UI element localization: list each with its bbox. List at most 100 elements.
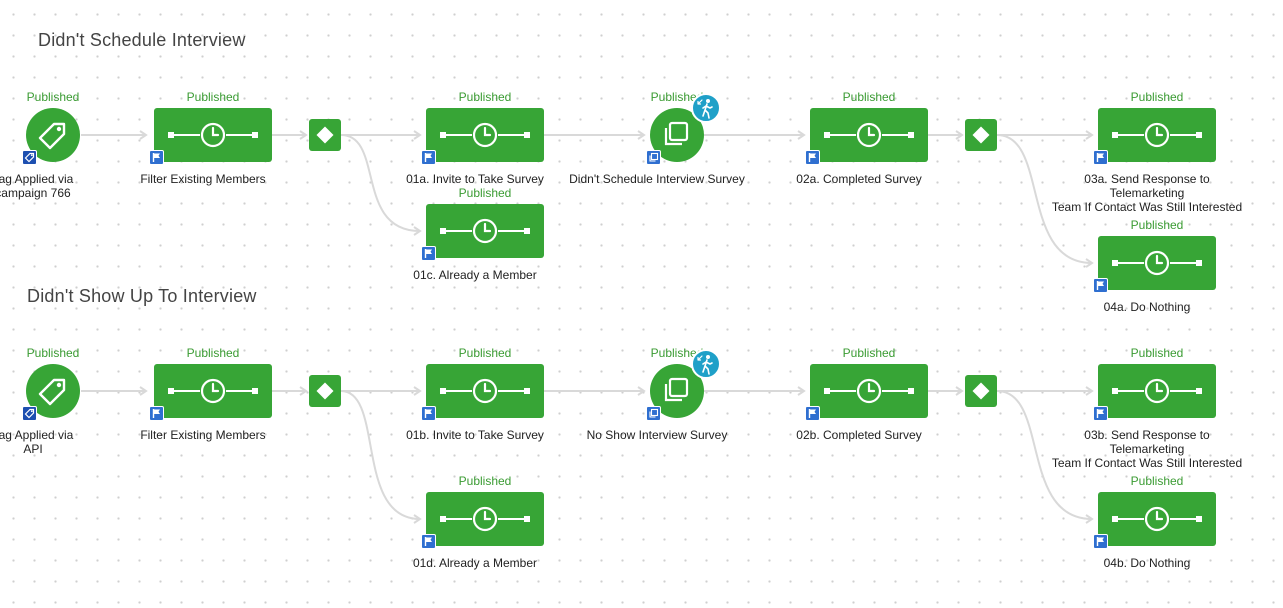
flag-icon bbox=[1093, 534, 1108, 549]
connector-arrow bbox=[637, 386, 646, 396]
clock-timeline-icon bbox=[810, 108, 928, 162]
connector-arrow bbox=[955, 386, 964, 396]
step-label: 01a. Invite to Take Survey bbox=[406, 172, 544, 186]
status-label: Published bbox=[650, 90, 704, 104]
step-label: Didn't Schedule Interview Survey bbox=[569, 172, 745, 186]
status-label: Published bbox=[186, 90, 240, 104]
connector-arrow bbox=[413, 514, 422, 524]
tag-icon bbox=[26, 108, 80, 162]
status-label: Published bbox=[1130, 474, 1184, 488]
clock-timeline-icon bbox=[426, 364, 544, 418]
status-label: Published bbox=[1130, 218, 1184, 232]
connector-arrow bbox=[139, 130, 148, 140]
decision-diamond[interactable] bbox=[965, 375, 997, 407]
connector-arrow bbox=[1085, 258, 1094, 268]
status-label: Published bbox=[26, 346, 80, 360]
decision-diamond[interactable] bbox=[965, 119, 997, 151]
decision-diamond[interactable] bbox=[309, 119, 341, 151]
stacked-pages-icon bbox=[650, 364, 704, 418]
step-label: Filter Existing Members bbox=[140, 172, 266, 186]
filter-step-node[interactable] bbox=[154, 108, 272, 162]
step-label: 04b. Do Nothing bbox=[1103, 556, 1191, 570]
step-label: 01b. Invite to Take Survey bbox=[406, 428, 544, 442]
status-label: Published bbox=[1130, 346, 1184, 360]
nothing-step-node[interactable] bbox=[1098, 236, 1216, 290]
flag-icon bbox=[1093, 278, 1108, 293]
branch-connector bbox=[340, 390, 421, 520]
clock-timeline-icon bbox=[426, 108, 544, 162]
connector-arrow bbox=[413, 130, 422, 140]
filter-step-node[interactable] bbox=[154, 364, 272, 418]
connector-arrow bbox=[1085, 130, 1094, 140]
connector-arrow bbox=[299, 386, 308, 396]
connector-arrow bbox=[637, 130, 646, 140]
tag-badge-icon bbox=[22, 150, 37, 165]
nothing-step-node[interactable] bbox=[1098, 492, 1216, 546]
connector-arrow bbox=[797, 386, 806, 396]
connector-arrow bbox=[955, 130, 964, 140]
clock-timeline-icon bbox=[154, 108, 272, 162]
connector-arrow bbox=[1085, 386, 1094, 396]
clock-timeline-icon bbox=[154, 364, 272, 418]
invite-step-node[interactable] bbox=[426, 108, 544, 162]
clock-timeline-icon bbox=[810, 364, 928, 418]
sequence-title: Didn't Schedule Interview bbox=[38, 30, 246, 50]
connector-arrow bbox=[139, 386, 148, 396]
clock-timeline-icon bbox=[1098, 236, 1216, 290]
flag-icon bbox=[1093, 406, 1108, 421]
flag-icon bbox=[421, 246, 436, 261]
clock-timeline-icon bbox=[1098, 492, 1216, 546]
flag-icon bbox=[1093, 150, 1108, 165]
status-label: Published bbox=[842, 90, 896, 104]
send-step-node[interactable] bbox=[1098, 364, 1216, 418]
connector-arrow bbox=[413, 386, 422, 396]
step-label: 01c. Already a Member bbox=[413, 268, 537, 282]
clock-timeline-icon bbox=[1098, 364, 1216, 418]
status-label: Published bbox=[842, 346, 896, 360]
member-step-node[interactable] bbox=[426, 492, 544, 546]
flag-icon bbox=[149, 150, 164, 165]
flag-icon bbox=[421, 150, 436, 165]
flag-icon bbox=[421, 534, 436, 549]
flag-icon bbox=[805, 150, 820, 165]
survey-badge-icon bbox=[646, 150, 661, 165]
step-label: 02b. Completed Survey bbox=[796, 428, 922, 442]
status-label: Published bbox=[186, 346, 240, 360]
sequence-title: Didn't Show Up To Interview bbox=[27, 286, 257, 306]
clock-timeline-icon bbox=[426, 492, 544, 546]
member-step-node[interactable] bbox=[426, 204, 544, 258]
stacked-pages-icon bbox=[650, 108, 704, 162]
tag-icon bbox=[26, 364, 80, 418]
decision-diamond[interactable] bbox=[309, 375, 341, 407]
flag-icon bbox=[149, 406, 164, 421]
invite-step-node[interactable] bbox=[426, 364, 544, 418]
completed-step-node[interactable] bbox=[810, 108, 928, 162]
clock-timeline-icon bbox=[426, 204, 544, 258]
completed-step-node[interactable] bbox=[810, 364, 928, 418]
tag-badge-icon bbox=[22, 406, 37, 421]
step-label: 04a. Do Nothing bbox=[1103, 300, 1191, 314]
status-label: Published bbox=[458, 346, 512, 360]
connector-arrow bbox=[413, 226, 422, 236]
connector-arrow bbox=[299, 130, 308, 140]
step-label: No Show Interview Survey bbox=[586, 428, 728, 442]
status-label: Published bbox=[458, 186, 512, 200]
status-label: Published bbox=[458, 474, 512, 488]
clock-timeline-icon bbox=[1098, 108, 1216, 162]
connector-arrow bbox=[1085, 514, 1094, 524]
status-label: Published bbox=[458, 90, 512, 104]
step-label: Filter Existing Members bbox=[140, 428, 266, 442]
connector-arrow bbox=[797, 130, 806, 140]
flag-icon bbox=[421, 406, 436, 421]
flag-icon bbox=[805, 406, 820, 421]
step-label: 02a. Completed Survey bbox=[796, 172, 922, 186]
status-label: Published bbox=[650, 346, 704, 360]
send-step-node[interactable] bbox=[1098, 108, 1216, 162]
survey-badge-icon bbox=[646, 406, 661, 421]
status-label: Published bbox=[1130, 90, 1184, 104]
